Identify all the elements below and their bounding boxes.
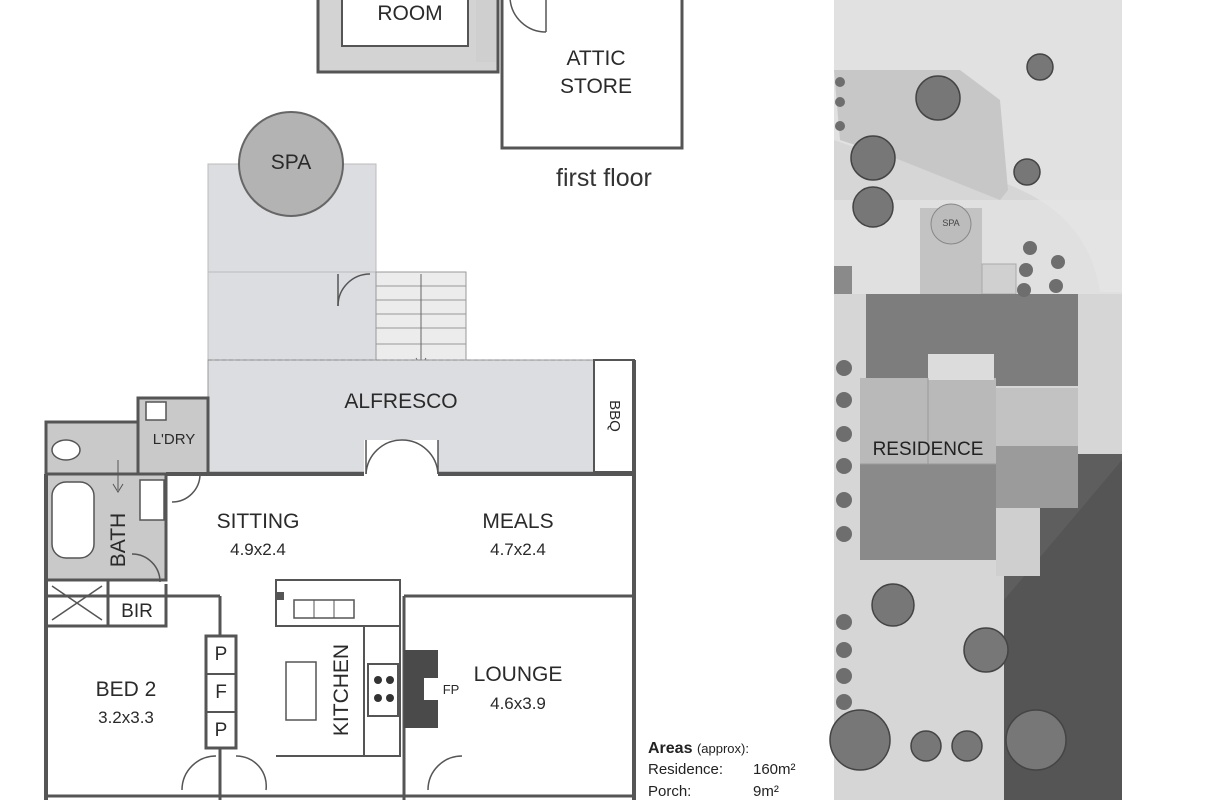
outdoor-areas [207,111,635,473]
meals-dimensions: 4.7x2.4 [490,540,546,559]
pantry-label-1: P [214,644,228,665]
upper-deck [207,271,377,365]
room-top-label: ROOM [377,2,443,25]
kitchen-island [285,661,317,721]
pantry-label-2: P [214,720,228,741]
site-spa [930,203,972,245]
room-top-closet [476,0,496,62]
kitchen-sink [293,599,355,619]
bir-label: BIR [121,601,153,622]
areas-title: Areas (approx): [648,740,828,758]
kitchen-label: KITCHEN [330,643,353,737]
rear-paving [834,70,1008,200]
areas-title-note: (approx): [696,741,749,756]
lounge-door-swing [427,755,463,791]
bath-label: BATH [107,512,130,568]
deck-steps [375,271,467,367]
linen-label: F [215,682,227,703]
areas-row-label: Residence: [648,760,724,778]
attic-door-swing [509,0,547,33]
first-floor-plan [316,0,684,150]
areas-row-value: 160m² [753,760,796,778]
laundry-room [136,396,210,476]
site-shrubs [835,77,1065,710]
areas-row-residence: Residence: 160m² [648,758,828,780]
sitting-dimensions: 4.9x2.4 [230,540,286,559]
areas-title-text: Areas [648,740,693,757]
bed2-door-swing [181,755,217,791]
bed2-label: BED 2 [95,678,157,701]
sitting-label: SITTING [216,510,300,533]
areas-row-label: Porch: [648,782,692,800]
areas-table: Areas (approx): Residence: 160m² Porch: … [648,740,828,802]
site-trees [829,53,1067,771]
laundry-label: L'DRY [152,431,196,448]
residence-label: RESIDENCE [872,439,984,460]
meals-label: MEALS [482,510,554,533]
vanity [139,479,165,521]
bbq-label: BBQ [606,400,623,432]
bathtub [51,481,95,559]
bbq-unit [593,359,635,473]
alfresco-label: ALFRESCO [344,390,458,413]
site-plan [829,0,1122,800]
first-floor-caption: first floor [556,164,652,192]
lounge-label: LOUNGE [473,663,563,686]
alfresco-door-swing-right [401,439,439,475]
alfresco-door-swing-left [365,439,403,475]
areas-row-value: 9m² [753,782,779,800]
linen-cupboards [204,634,238,750]
attic-label-line1: ATTIC [566,47,626,70]
room-top-inner [341,0,469,47]
lounge-dimensions: 4.6x3.9 [490,694,546,713]
fireplace-label: FP [442,682,460,697]
attic-label-line2: STORE [560,75,632,98]
areas-row-porch: Porch: 9m² [648,780,828,802]
wc-room [44,420,140,476]
spa-tub [238,111,344,217]
site-spa-label: SPA [942,218,960,228]
bed2-dimensions: 3.2x3.3 [98,708,154,727]
spa-label: SPA [270,151,312,174]
toilet [51,439,81,461]
ground-floor-plan [44,360,636,800]
cooktop [367,663,399,717]
attic-store-room [500,0,684,150]
